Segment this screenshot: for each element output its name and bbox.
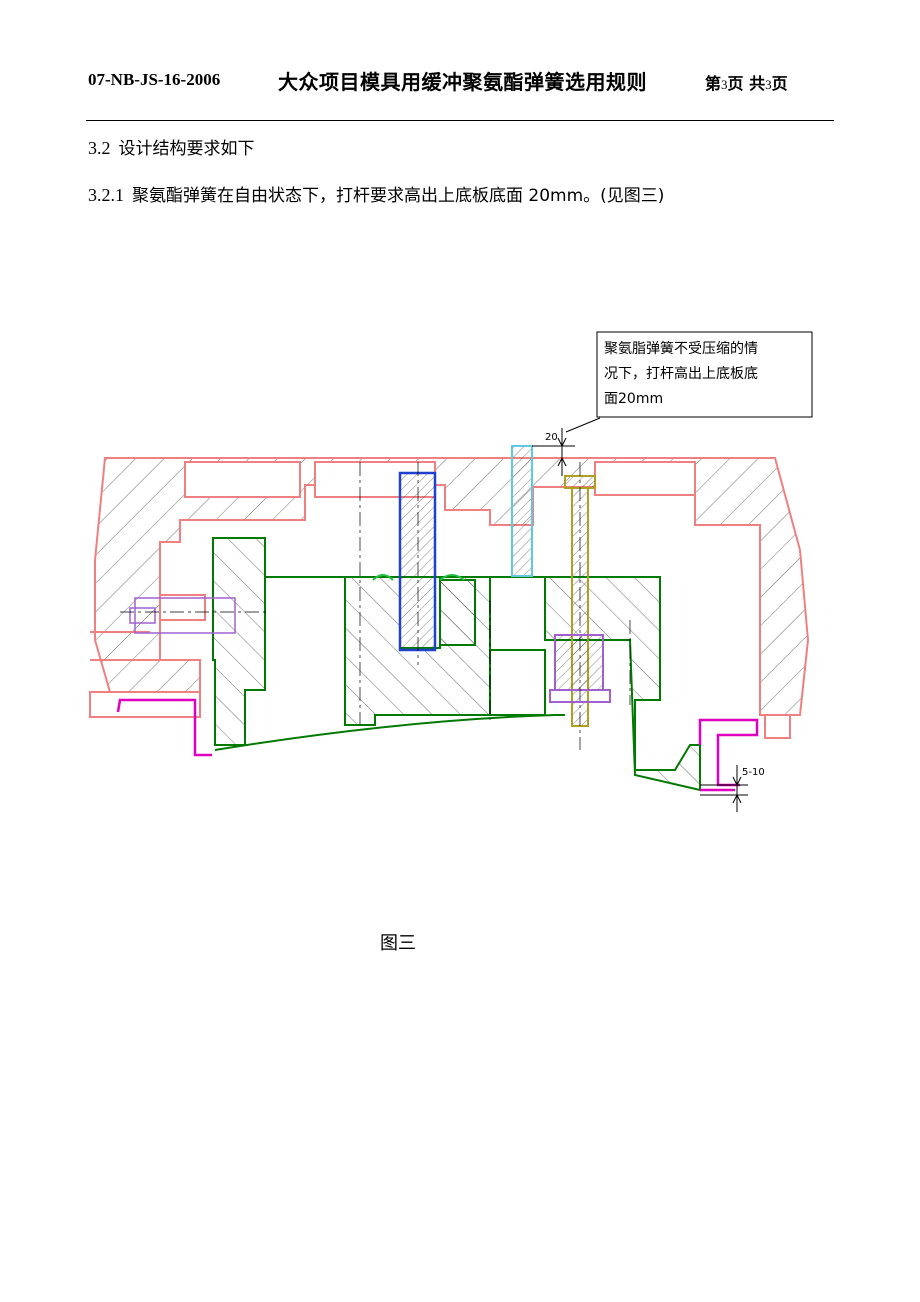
section-number: 3.2: [88, 138, 111, 158]
section-number: 3.2.1: [88, 185, 124, 205]
dimension-20: [532, 428, 575, 476]
callout-line-1: 聚氨脂弹簧不受压缩的情: [604, 341, 758, 357]
die-cross-section-drawing: 聚氨脂弹簧不受压缩的情 况下，打杆高出上底板底 面20mm 20 5-10: [89, 331, 813, 812]
figure-caption: 图三: [380, 933, 416, 954]
polyurethane-spring: [511, 445, 533, 577]
guide-pin: [398, 471, 437, 652]
section-body: 聚氨酯弹簧在自由状态下，打杆要求高出上底板底面 20mm。(见图三): [132, 186, 665, 206]
callout-line-2: 况下，打杆高出上底板底: [604, 365, 758, 382]
document-code: 07-NB-JS-16-2006: [88, 70, 221, 89]
callout-box: [596, 331, 813, 418]
callout-line-3: 面20mm: [604, 391, 663, 407]
document-title: 大众项目模具用缓冲聚氨酯弹簧选用规则: [278, 70, 647, 94]
section-heading: 设计结构要求如下: [118, 139, 255, 159]
header-divider: [86, 120, 834, 121]
page-indicator: 第3页 共3页: [705, 74, 788, 93]
dimension-20-label: 20: [545, 432, 558, 443]
section-3-2: 3.2 设计结构要求如下: [88, 134, 255, 159]
section-3-2-1: 3.2.1 聚氨酯弹簧在自由状态下，打杆要求高出上底板底面 20mm。(见图三): [88, 181, 664, 206]
bushing: [554, 634, 604, 691]
dimension-5-10-label: 5-10: [742, 767, 765, 778]
document-header: 07-NB-JS-16-2006 大众项目模具用缓冲聚氨酯弹簧选用规则 第3页 …: [0, 60, 920, 100]
dimension-5-10: [700, 765, 748, 812]
